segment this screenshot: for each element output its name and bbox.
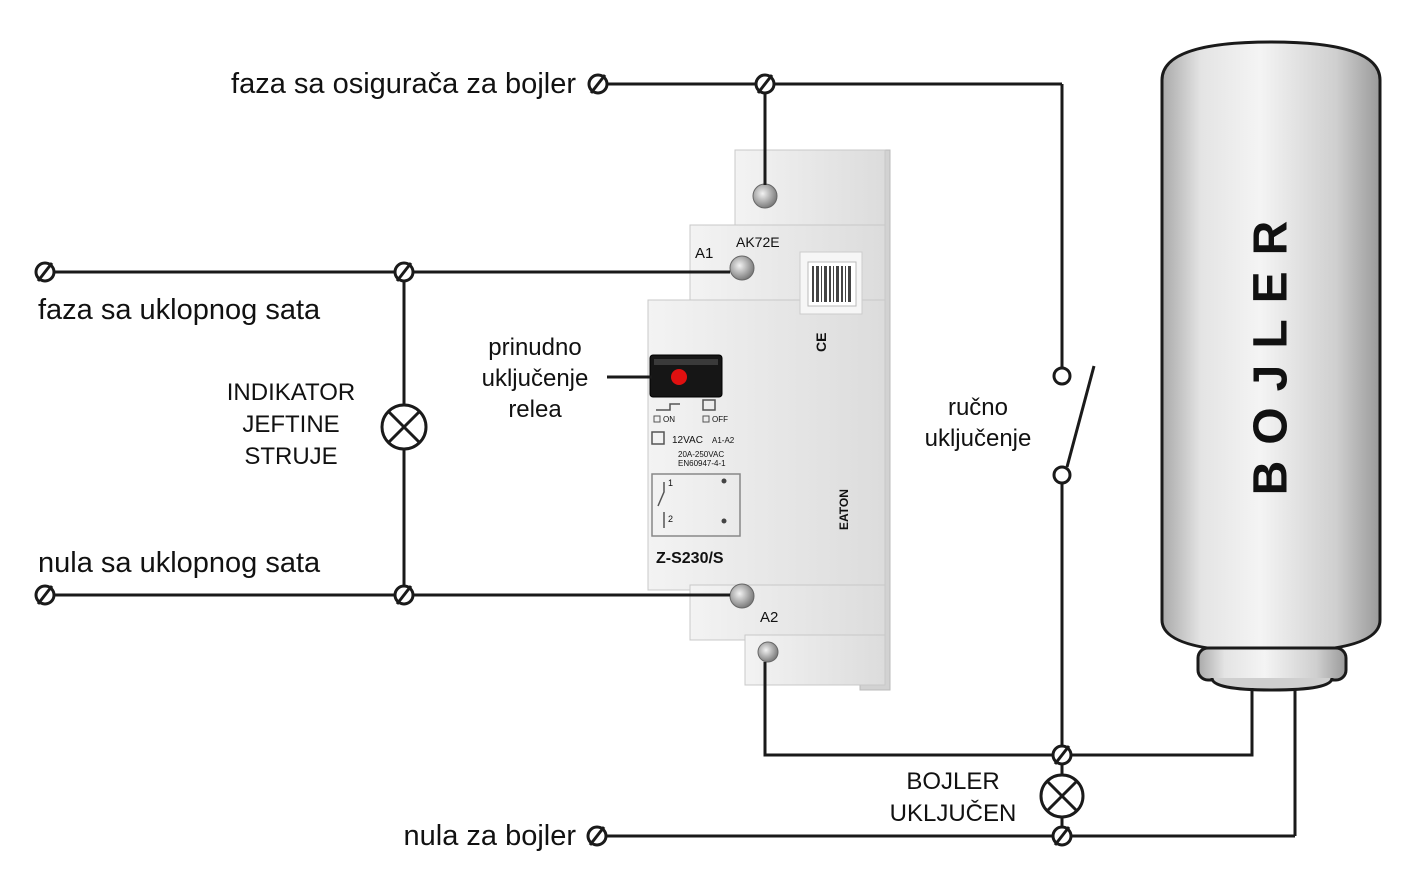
label-bojler-ukljucen-line: UKLJUČEN	[890, 799, 1017, 827]
brand-logo: EATON	[837, 489, 851, 530]
label-indikator: INDIKATOR JEFTINE STRUJE	[227, 379, 355, 470]
terminal-icon	[393, 261, 415, 283]
relay-terminal-a1: A1	[695, 245, 713, 262]
terminals	[34, 73, 1073, 847]
contact-1-label: 1	[668, 478, 673, 488]
terminal-icon	[1051, 744, 1073, 766]
relay-model-top: AK72E	[736, 234, 780, 250]
label-indikator-line: INDIKATOR	[227, 379, 355, 406]
relay-terminal-a2: A2	[760, 609, 778, 626]
label-rucno: ručno uključenje	[925, 394, 1032, 452]
switch-off-label: OFF	[712, 415, 728, 424]
terminal-icon	[754, 73, 776, 95]
ce-mark: CE	[813, 333, 829, 352]
terminal-icon	[587, 73, 609, 95]
screw-bottom-icon	[757, 641, 779, 663]
label-prinudno: prinudno uključenje relea	[482, 334, 589, 423]
lamp-boiler-on-icon	[1039, 773, 1085, 819]
coil-symbol-icon	[651, 431, 665, 445]
label-prinudno-line: relea	[508, 396, 562, 423]
switch-on-label: ON	[663, 415, 675, 424]
screw-a1-icon	[729, 255, 755, 281]
spec-standard: EN60947-4-1	[678, 459, 726, 468]
on-off-symbol-icon	[653, 399, 716, 423]
label-prinudno-line: prinudno	[488, 334, 581, 361]
contact-2-label: 2	[668, 514, 673, 524]
contact-symbol-icon	[657, 482, 665, 528]
manual-switch-icon[interactable]	[1052, 365, 1096, 485]
button-led-icon	[671, 369, 687, 385]
wires	[54, 82, 1297, 838]
terminal-icon	[34, 584, 56, 606]
label-faza-uklopnog: faza sa uklopnog sata	[38, 294, 321, 326]
screw-a2-icon	[729, 583, 755, 609]
terminal-icon	[393, 584, 415, 606]
terminal-icon	[34, 261, 56, 283]
relay-module: A1 AK72E A2 CE EATON ON	[647, 149, 891, 691]
label-rucno-line: ručno	[948, 394, 1008, 421]
label-indikator-line: JEFTINE	[242, 411, 339, 438]
screw-top-icon	[752, 183, 778, 209]
label-nula-uklopnog: nula sa uklopnog sata	[38, 547, 321, 579]
terminal-icon	[1051, 825, 1073, 847]
label-nula-bojler: nula za bojler	[404, 820, 577, 852]
label-indikator-line: STRUJE	[244, 443, 337, 470]
barcode-icon	[807, 261, 857, 307]
boiler-tank-label: BOJLER	[1245, 205, 1298, 496]
label-prinudno-line: uključenje	[482, 365, 589, 392]
relay-model-name: Z-S230/S	[656, 550, 724, 567]
terminal-icon	[586, 825, 608, 847]
label-bojler-ukljucen-line: BOJLER	[906, 768, 999, 795]
boiler-tank: BOJLER	[1160, 40, 1382, 692]
label-faza-osiguraca: faza sa osigurača za bojler	[231, 68, 576, 100]
spec-coil: A1-A2	[712, 436, 735, 445]
spec-voltage: 12VAC	[672, 435, 703, 446]
spec-contact: 20A-250VAC	[678, 450, 724, 459]
label-bojler-ukljucen: BOJLER UKLJUČEN	[890, 768, 1017, 827]
label-rucno-line: uključenje	[925, 425, 1032, 452]
lamp-indicator-icon	[380, 403, 428, 451]
